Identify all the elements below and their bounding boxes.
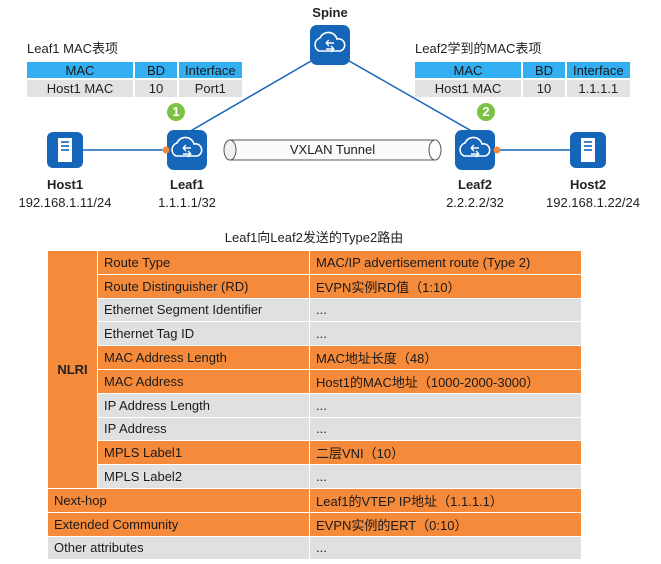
leaf2-mac-table-title: Leaf2学到的MAC表项 [415, 41, 542, 56]
route-field-name: Extended Community [47, 511, 310, 537]
route-row: Ethernet Tag ID... [48, 321, 582, 347]
mac-table-header: BD [134, 62, 179, 79]
mac-table-header: BD [522, 62, 567, 79]
leaf1-port-dot [162, 146, 170, 154]
mac-table-cell: 10 [522, 78, 567, 97]
leaf2-badge-number: 2 [482, 104, 490, 119]
route-field-name: Next-hop [47, 487, 310, 513]
leaf2-label: Leaf2 [458, 177, 492, 192]
route-field-value: ... [309, 416, 582, 442]
route-row: MPLS Label2... [48, 464, 582, 489]
route-field-value: Leaf1的VTEP IP地址（1.1.1.1） [309, 487, 582, 513]
leaf1-step-badge [167, 103, 185, 121]
route-field-value: ... [309, 464, 582, 489]
route-row: Other attributes... [47, 535, 582, 561]
link-spine-leaf2 [329, 49, 476, 134]
mac-table-cell: Host1 MAC [415, 78, 523, 97]
mac-table-header: Interface [178, 62, 242, 79]
route-row: IP Address Length... [48, 392, 582, 418]
host1-server-icon [46, 131, 84, 169]
route-row: Route Distinguisher (RD)EVPN实例RD值（1:10） [48, 273, 582, 299]
route-field-name: Ethernet Segment Identifier [97, 297, 310, 323]
link-leaf1-spine [186, 49, 331, 134]
mac-table-cell: Host1 MAC [27, 78, 135, 97]
leaf2-port-dot [493, 146, 501, 154]
route-row: IP Address... [48, 416, 582, 442]
leaf2-step-badge [477, 103, 495, 121]
vxlan-tunnel-label: VXLAN Tunnel [289, 142, 376, 157]
route-field-value: MAC/IP advertisement route (Type 2) [309, 250, 582, 275]
route-field-name: Route Distinguisher (RD) [97, 273, 310, 299]
route-field-value: Host1的MAC地址（1000-2000-3000） [309, 368, 582, 394]
route-field-value: MAC地址长度（48） [309, 345, 582, 370]
nlri-label: NLRI [47, 250, 98, 489]
route-row: Ethernet Segment Identifier... [48, 297, 582, 323]
route-field-value: EVPN实例RD值（1:10） [309, 273, 582, 299]
leaf1-mac-table-title: Leaf1 MAC表项 [27, 41, 119, 56]
route-table-title: Leaf1向Leaf2发送的Type2路由 [224, 230, 404, 245]
mac-table-cell: 1.1.1.1 [566, 78, 630, 97]
leaf2-ip: 2.2.2.2/32 [446, 195, 504, 210]
leaf1-badge-number: 1 [172, 104, 180, 119]
mac-table-header: MAC [27, 62, 135, 79]
mac-table-cell: 10 [134, 78, 179, 97]
host2-label: Host2 [569, 177, 607, 192]
route-field-name: IP Address [97, 416, 310, 442]
route-field-value: 二层VNI（10） [309, 440, 582, 466]
route-field-name: MPLS Label2 [97, 464, 310, 489]
route-field-value: ... [309, 297, 582, 323]
leaf2-mac-table: MAC BD Interface Host1 MAC 10 1.1.1.1 [415, 62, 630, 97]
route-field-name: MPLS Label1 [97, 440, 310, 466]
route-field-name: IP Address Length [97, 392, 310, 418]
leaf1-label: Leaf1 [170, 177, 204, 192]
route-field-value: EVPN实例的ERT（0:10） [309, 511, 582, 537]
mac-table-header: Interface [566, 62, 630, 79]
leaf1-ip: 1.1.1.1/32 [158, 195, 216, 210]
host1-ip: 192.168.1.11/24 [18, 195, 112, 210]
leaf1-mac-table: MAC BD Interface Host1 MAC 10 Port1 [27, 62, 242, 97]
mac-table-header: MAC [415, 62, 523, 79]
host1-label: Host1 [46, 177, 84, 192]
route-field-value: ... [309, 535, 582, 561]
host2-ip: 192.168.1.22/24 [546, 195, 640, 210]
leaf1-router-icon [166, 129, 208, 171]
route-field-name: MAC Address [97, 368, 310, 394]
route-field-name: Ethernet Tag ID [97, 321, 310, 347]
route-field-name: Other attributes [47, 535, 310, 561]
route-field-name: Route Type [97, 250, 310, 275]
route-field-value: ... [309, 392, 582, 418]
route-field-value: ... [309, 321, 582, 347]
mac-table-cell: Port1 [178, 78, 242, 97]
vxlan-tunnel [223, 139, 442, 161]
topology-diagram [46, 24, 607, 171]
spine-label: Spine [312, 5, 348, 20]
host2-server-icon [569, 131, 607, 169]
route-field-name: MAC Address Length [97, 345, 310, 370]
leaf2-router-icon [454, 129, 496, 171]
spine-router-icon [309, 24, 351, 66]
